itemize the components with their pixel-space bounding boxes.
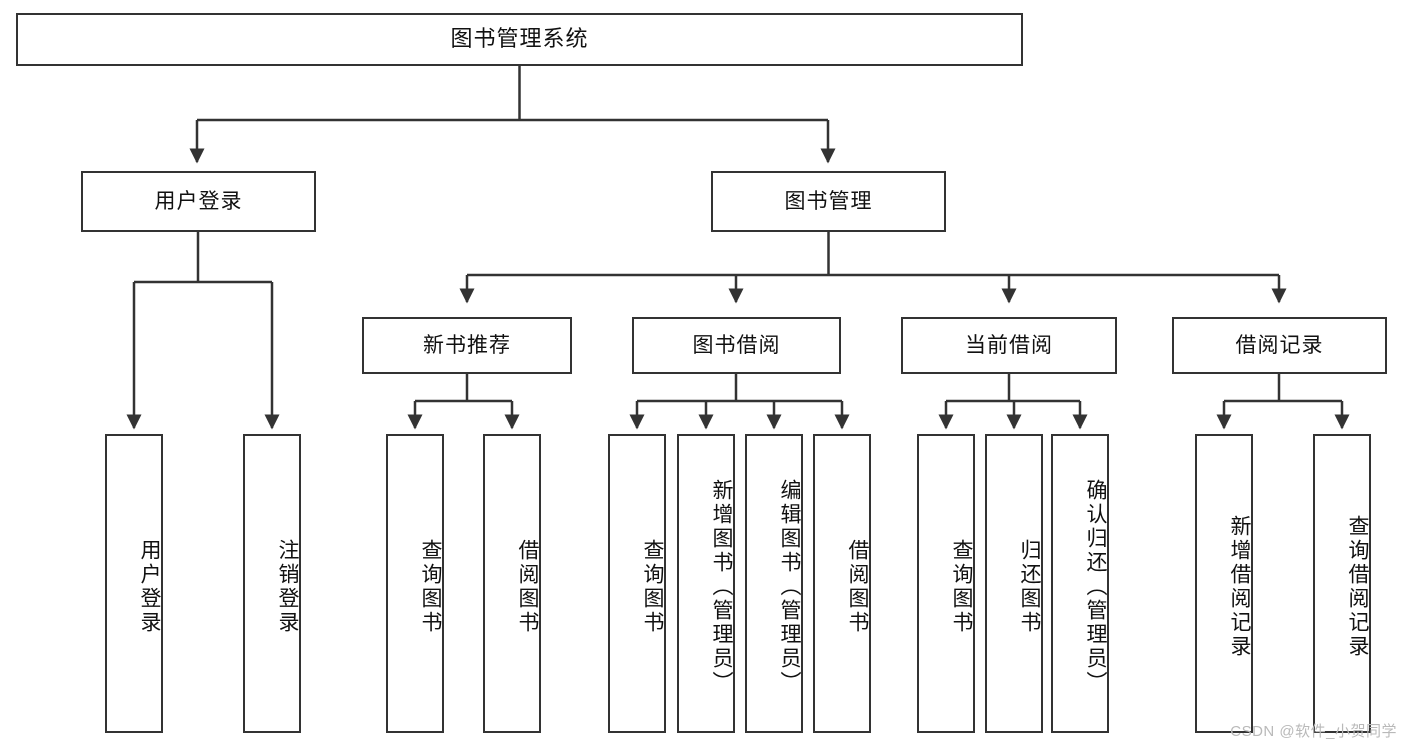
leaf-query-book-new[interactable]: 查询图书 (386, 434, 444, 733)
node-book-borrow[interactable]: 图书借阅 (632, 317, 841, 374)
leaf-confirm-return-admin[interactable]: 确认归还（管理员） (1051, 434, 1109, 733)
node-current-borrow[interactable]: 当前借阅 (901, 317, 1117, 374)
leaf-borrow-book[interactable]: 借阅图书 (813, 434, 871, 733)
leaf-query-book-borrow[interactable]: 查询图书 (608, 434, 666, 733)
node-borrow-record[interactable]: 借阅记录 (1172, 317, 1387, 374)
leaf-user-logout[interactable]: 注销登录 (243, 434, 301, 733)
leaf-borrow-book-new[interactable]: 借阅图书 (483, 434, 541, 733)
node-user-login[interactable]: 用户登录 (81, 171, 316, 232)
leaf-add-borrow-record[interactable]: 新增借阅记录 (1195, 434, 1253, 733)
node-new-book-recommend[interactable]: 新书推荐 (362, 317, 572, 374)
leaf-query-borrow-record[interactable]: 查询借阅记录 (1313, 434, 1371, 733)
leaf-edit-book-admin[interactable]: 编辑图书（管理员） (745, 434, 803, 733)
node-book-management[interactable]: 图书管理 (711, 171, 946, 232)
leaf-user-login[interactable]: 用户登录 (105, 434, 163, 733)
leaf-add-book-admin[interactable]: 新增图书（管理员） (677, 434, 735, 733)
watermark-text: CSDN @软件_小贺同学 (1230, 723, 1397, 740)
node-root-system[interactable]: 图书管理系统 (16, 13, 1023, 66)
leaf-query-book-current[interactable]: 查询图书 (917, 434, 975, 733)
leaf-return-book[interactable]: 归还图书 (985, 434, 1043, 733)
